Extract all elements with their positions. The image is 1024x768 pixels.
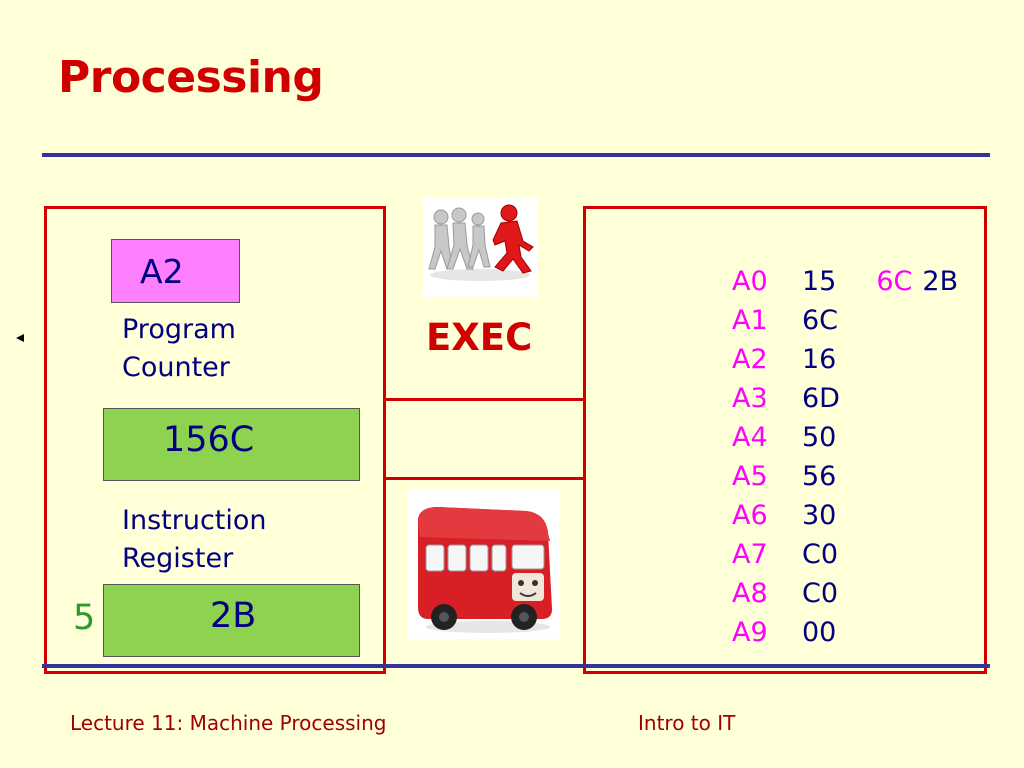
memory-value: C0 — [802, 539, 839, 570]
memory-row: A0 15 6C 2B — [732, 262, 958, 301]
memory-address: A1 — [732, 305, 768, 336]
program-counter-label: Program Counter — [122, 311, 236, 387]
memory-row: A8 C0 — [732, 574, 958, 613]
memory-address: A4 — [732, 422, 768, 453]
memory-row: A6 30 — [732, 496, 958, 535]
memory-address: A9 — [732, 617, 768, 648]
memory-value: 50 — [802, 422, 837, 453]
memory-extra-1: 6C — [876, 266, 913, 297]
program-counter-label-line2: Counter — [122, 352, 230, 383]
footer-divider — [42, 664, 990, 668]
program-counter-box — [111, 239, 240, 303]
memory-table: A0 15 6C 2B A1 6C A2 16 A3 6D A4 50 A5 5… — [732, 262, 958, 652]
memory-extra-2: 2B — [922, 266, 959, 297]
memory-value: 16 — [802, 344, 837, 375]
footer-course-name: Intro to IT — [638, 711, 736, 735]
memory-value: 30 — [802, 500, 837, 531]
data-bus-top — [385, 398, 584, 401]
instruction-register-label-line1: Instruction — [122, 505, 267, 536]
memory-address: A8 — [732, 578, 768, 609]
instruction-register-label: Instruction Register — [122, 502, 267, 578]
footer-lecture-title: Lecture 11: Machine Processing — [70, 711, 387, 735]
step-number: 5 — [73, 598, 96, 638]
memory-address: A6 — [732, 500, 768, 531]
memory-row: A4 50 — [732, 418, 958, 457]
instruction-register-value: 2B — [210, 596, 257, 636]
accumulator-box — [103, 408, 360, 481]
memory-row: A5 56 — [732, 457, 958, 496]
pointer-arrow-icon — [16, 334, 24, 342]
slide-title: Processing — [58, 52, 324, 103]
memory-address: A5 — [732, 461, 768, 492]
memory-address: A2 — [732, 344, 768, 375]
memory-value: 6C — [802, 305, 839, 336]
memory-row: A7 C0 — [732, 535, 958, 574]
memory-address: A0 — [732, 266, 768, 297]
program-counter-label-line1: Program — [122, 314, 236, 345]
memory-address: A7 — [732, 539, 768, 570]
memory-panel — [583, 206, 987, 674]
memory-address: A3 — [732, 383, 768, 414]
accumulator-value: 156C — [163, 420, 255, 460]
memory-value: C0 — [802, 578, 839, 609]
memory-row: A3 6D — [732, 379, 958, 418]
memory-row: A2 16 — [732, 340, 958, 379]
running-figures-image — [423, 197, 537, 297]
instruction-register-box — [103, 584, 360, 657]
memory-value: 56 — [802, 461, 837, 492]
title-divider — [42, 153, 990, 157]
memory-value: 6D — [802, 383, 840, 414]
exec-label: EXEC — [426, 316, 533, 359]
instruction-register-label-line2: Register — [122, 543, 234, 574]
program-counter-value: A2 — [140, 252, 184, 291]
memory-row: A9 00 — [732, 613, 958, 652]
memory-value: 00 — [802, 617, 837, 648]
memory-row: A1 6C — [732, 301, 958, 340]
memory-value: 15 — [802, 266, 837, 297]
red-bus-image — [408, 489, 560, 639]
data-bus-bottom — [385, 477, 584, 480]
